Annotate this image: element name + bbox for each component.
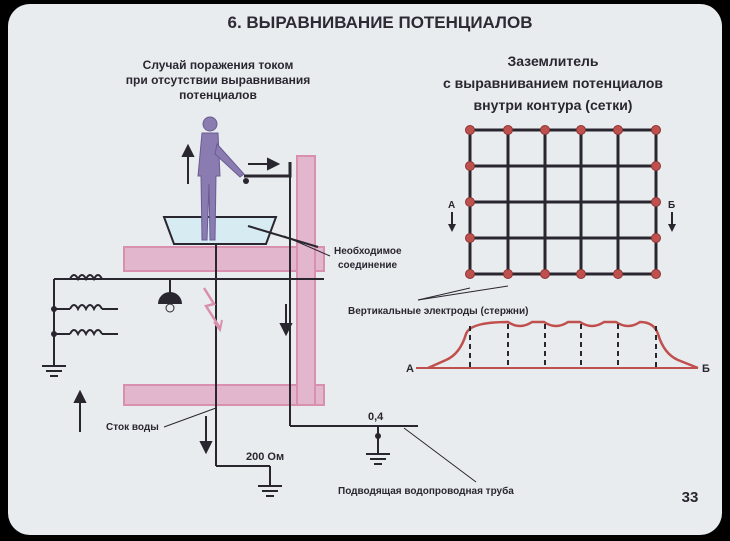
vertical-electrode: [651, 161, 661, 171]
grounding-grid: [465, 125, 661, 279]
fault-current-icon: [202, 287, 222, 329]
lower-floor-slab: [123, 384, 325, 406]
vertical-electrode: [465, 233, 475, 243]
vertical-electrode: [651, 125, 661, 135]
vertical-electrode: [651, 269, 661, 279]
left-caption-line-1: Случай поражения током: [143, 58, 294, 72]
vertical-electrode: [465, 269, 475, 279]
vertical-electrode: [503, 125, 513, 135]
label-necessary-connection-2: соединение: [338, 260, 398, 271]
equipotential-connection: [247, 225, 319, 248]
upper-floor-slab: [123, 246, 325, 272]
right-caption-line-2: с выравниванием потенциалов: [443, 75, 663, 91]
vertical-electrode: [465, 197, 475, 207]
label-point-a: А: [448, 200, 455, 211]
curve-label-b: Б: [702, 363, 710, 375]
transformer-windings: [53, 274, 118, 366]
vertical-electrode: [613, 125, 623, 135]
faucet-spout: [243, 178, 249, 184]
slide: 6. ВЫРАВНИВАНИЕ ПОТЕНЦИАЛОВ Случай пораж…: [8, 4, 722, 535]
lamp-icon: [158, 292, 182, 304]
vertical-electrode: [576, 125, 586, 135]
label-point-b: Б: [668, 200, 675, 211]
vertical-electrode: [651, 197, 661, 207]
label-voltage: 0,4: [368, 411, 384, 423]
vertical-wall: [296, 155, 316, 406]
vertical-electrode: [465, 161, 475, 171]
label-necessary-connection-1: Необходимое: [334, 245, 402, 257]
right-caption-line-1: Заземлитель: [507, 53, 598, 69]
person-figure: [197, 116, 245, 241]
page-number: 33: [682, 489, 699, 506]
vertical-electrode: [540, 269, 550, 279]
vertical-electrode: [651, 233, 661, 243]
bathroom-diagram: Необходимое соединение Сток воды 200 Ом …: [42, 116, 514, 497]
left-caption-line-3: потенциалов: [179, 88, 257, 102]
label-drain: Сток воды: [106, 422, 159, 433]
label-vertical-electrodes: Вертикальные электроды (стержни): [348, 306, 528, 317]
vertical-electrode: [503, 269, 513, 279]
left-caption-line-2: при отсутствии выравнивания: [126, 73, 310, 87]
vertical-electrode: [465, 125, 475, 135]
right-caption: Заземлитель с выравниванием потенциалов …: [443, 53, 663, 113]
curve-label-a: А: [406, 363, 414, 375]
label-supply-pipe: Подводящая водопроводная труба: [338, 485, 514, 497]
current-arrows: [73, 143, 293, 455]
vertical-electrode: [576, 269, 586, 279]
left-caption: Случай поражения током при отсутствии вы…: [126, 58, 310, 102]
slide-title: 6. ВЫРАВНИВАНИЕ ПОТЕНЦИАЛОВ: [228, 13, 533, 32]
bathtub: [162, 216, 278, 245]
label-resistance: 200 Ом: [246, 451, 284, 463]
vertical-electrode: [540, 125, 550, 135]
right-caption-line-3: внутри контура (сетки): [474, 97, 633, 113]
vertical-electrode: [613, 269, 623, 279]
potential-curve: А Б: [406, 320, 710, 375]
diagram-canvas: 6. ВЫРАВНИВАНИЕ ПОТЕНЦИАЛОВ Случай пораж…: [42, 13, 710, 506]
